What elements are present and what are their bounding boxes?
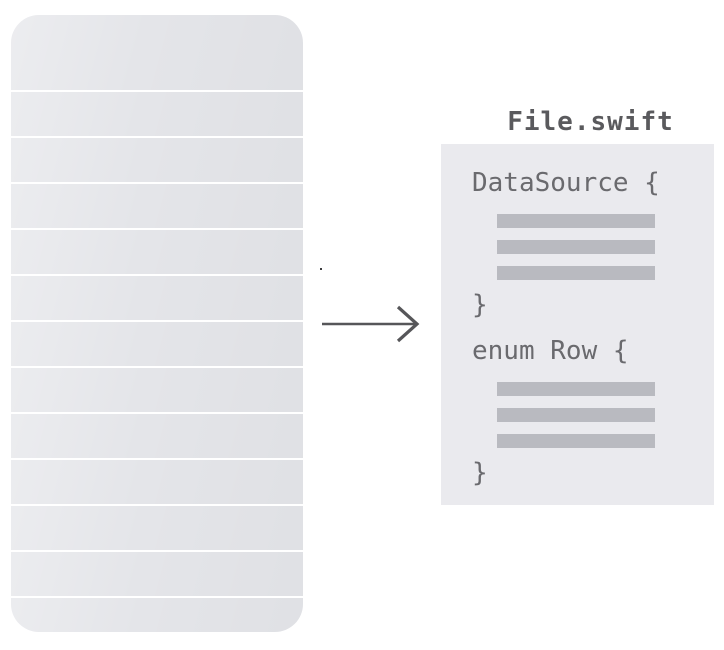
right-arrow-icon xyxy=(320,302,420,346)
code-placeholder-bar xyxy=(497,382,655,396)
table-row xyxy=(11,506,303,550)
code-placeholder-bar xyxy=(497,214,655,228)
table-row xyxy=(11,368,303,412)
table-row xyxy=(11,138,303,182)
code-placeholder-bar xyxy=(497,266,655,280)
code-placeholder-bar xyxy=(497,434,655,448)
table-row xyxy=(11,552,303,596)
code-panel: DataSource {} enum Row {} xyxy=(441,144,714,505)
table-row xyxy=(11,230,303,274)
code-placeholder-bar xyxy=(497,240,655,254)
code-text: DataSource { xyxy=(472,168,660,198)
table-row xyxy=(11,598,303,632)
table-view-header xyxy=(11,15,303,90)
table-view xyxy=(11,15,303,632)
table-row xyxy=(11,276,303,320)
code-placeholder-bar xyxy=(497,408,655,422)
table-row xyxy=(11,460,303,504)
code-text: } xyxy=(472,458,488,488)
code-text: enum Row { xyxy=(472,336,629,366)
table-row xyxy=(11,322,303,366)
file-title: File.swift xyxy=(507,107,674,137)
code-text: } xyxy=(472,290,488,320)
table-row xyxy=(11,184,303,228)
table-row xyxy=(11,414,303,458)
stray-dot xyxy=(320,268,322,270)
table-row xyxy=(11,92,303,136)
